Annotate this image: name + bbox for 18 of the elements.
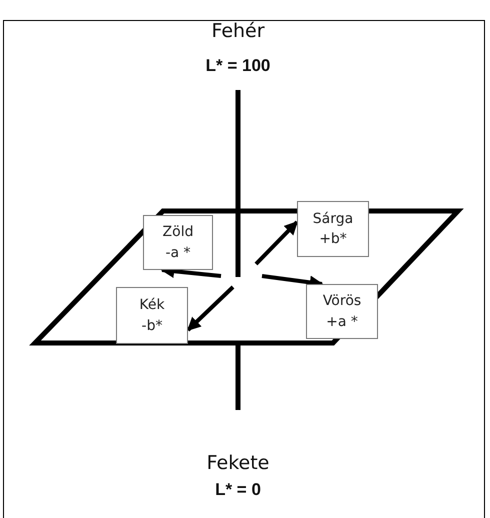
arrow: [254, 220, 298, 266]
color-name: Kék: [139, 296, 165, 316]
label-box: [306, 284, 378, 339]
axis-sign: -a *: [165, 244, 191, 262]
axis-sign: +b*: [319, 230, 347, 249]
color-name: Zöld: [162, 223, 194, 242]
axis-sign: +a *: [326, 312, 358, 332]
arrow: [186, 286, 234, 332]
pole-label: Fehér: [211, 20, 265, 42]
label-box: [297, 201, 369, 257]
label-box: [143, 215, 213, 270]
color-name: Vörös: [322, 292, 362, 312]
pole-label: Fekete: [206, 452, 270, 474]
axis-sign: -b*: [142, 316, 162, 336]
axis-value: L* = 100: [206, 56, 270, 76]
label-box: [116, 287, 188, 344]
axis-value: L* = 0: [215, 480, 261, 500]
color-name: Sárga: [312, 210, 354, 229]
